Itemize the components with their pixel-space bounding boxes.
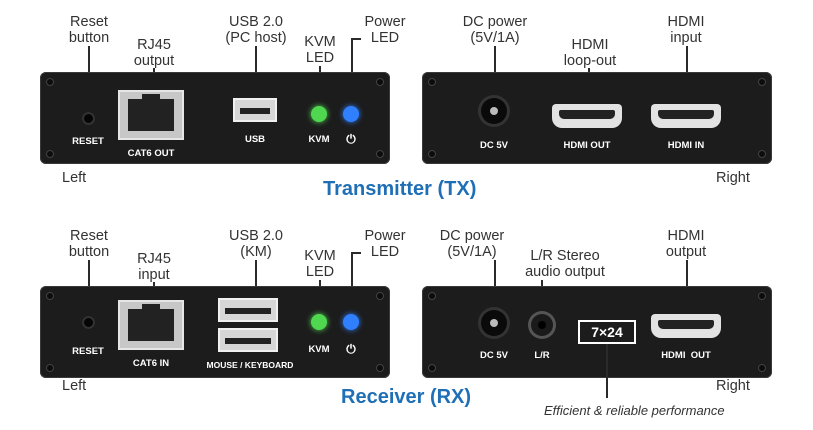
- rx-kvm-label: KVM: [308, 344, 330, 355]
- tx-left-label: Left: [62, 170, 87, 186]
- rx-power-callout: Power LED: [364, 228, 406, 260]
- rx-title: Receiver (RX): [341, 386, 472, 408]
- tx-power-icon: ⏻: [346, 132, 356, 146]
- rx-dc-callout: DC power (5V/1A): [439, 228, 505, 260]
- rx-tagline: Efficient & reliable performance: [544, 403, 725, 418]
- rx-usb-callout: USB 2.0 (KM): [229, 228, 283, 260]
- tx-power-leader: [351, 38, 353, 104]
- rx-hdmi-out-port: [651, 314, 721, 338]
- rx-usb-label: MOUSE / KEYBOARD: [206, 360, 294, 370]
- rx-audio-callout: L/R Stereo audio output: [525, 248, 605, 280]
- tx-hdmi-out-port: [552, 104, 622, 128]
- rx-badge-leader: [606, 344, 608, 398]
- rx-247-badge: 7×24: [578, 320, 636, 344]
- tx-dc-callout: DC power (5V/1A): [462, 14, 528, 46]
- rx-dc-power-jack: [481, 310, 507, 336]
- tx-dc-label: DC 5V: [480, 140, 508, 151]
- tx-right-label: Right: [716, 170, 750, 186]
- tx-hdmi-in-label: HDMI IN: [667, 140, 705, 151]
- rx-rj45-callout: RJ45 input: [137, 251, 171, 283]
- rx-rj45-port: [118, 300, 184, 350]
- rx-usb-port-bottom: [218, 328, 278, 352]
- tx-power-leader-h: [351, 38, 361, 40]
- tx-hdmi-out-label: HDMI OUT: [563, 140, 611, 151]
- rx-cat6-label: CAT6 IN: [132, 358, 170, 369]
- tx-hdmi-loop-callout: HDMI loop-out: [563, 37, 617, 69]
- rx-reset-button[interactable]: [82, 316, 95, 329]
- rx-reset-label: RESET: [72, 346, 104, 357]
- rx-left-panel: RESET CAT6 IN MOUSE / KEYBOARD KVM ⏻: [40, 286, 390, 378]
- tx-reset-callout: Reset button: [68, 14, 110, 46]
- tx-usb-label: USB: [244, 134, 266, 145]
- rx-power-led: [343, 314, 359, 330]
- tx-reset-button[interactable]: [82, 112, 95, 125]
- tx-kvm-led: [311, 106, 327, 122]
- tx-right-panel: DC 5V HDMI OUT HDMI IN: [422, 72, 772, 164]
- rx-hdmi-out-label: HDMI OUT: [661, 350, 711, 361]
- tx-power-led: [343, 106, 359, 122]
- rx-kvm-callout: KVM LED: [304, 248, 336, 280]
- rx-audio-jack: [531, 314, 553, 336]
- rx-right-label: Right: [716, 378, 750, 394]
- rx-power-leader-h: [351, 252, 361, 254]
- tx-rj45-port: [118, 90, 184, 140]
- tx-reset-label: RESET: [72, 136, 104, 147]
- tx-hdmi-in-callout: HDMI input: [667, 14, 705, 46]
- rx-power-icon: ⏻: [346, 342, 356, 356]
- tx-cat6-label: CAT6 OUT: [127, 148, 175, 159]
- rx-audio-label: L/R: [534, 350, 550, 361]
- tx-hdmi-in-port: [651, 104, 721, 128]
- tx-usb-port: [233, 98, 277, 122]
- tx-kvm-callout: KVM LED: [304, 34, 336, 66]
- rx-left-label: Left: [62, 378, 87, 394]
- rx-dc-label: DC 5V: [480, 350, 508, 361]
- rx-reset-callout: Reset button: [68, 228, 110, 260]
- rx-usb-port-top: [218, 298, 278, 322]
- rx-right-panel: DC 5V L/R 7×24 HDMI OUT: [422, 286, 772, 378]
- rx-hdmi-out-callout: HDMI output: [665, 228, 707, 260]
- tx-power-callout: Power LED: [364, 14, 406, 46]
- tx-rj45-callout: RJ45 output: [133, 37, 175, 69]
- rx-power-leader: [351, 252, 353, 318]
- tx-title: Transmitter (TX): [323, 178, 477, 200]
- tx-dc-power-jack: [481, 98, 507, 124]
- tx-usb-callout: USB 2.0 (PC host): [225, 14, 287, 46]
- rx-usb-leader: [255, 260, 257, 308]
- tx-left-panel: RESET CAT6 OUT USB KVM ⏻: [40, 72, 390, 164]
- rx-kvm-led: [311, 314, 327, 330]
- tx-kvm-label: KVM: [308, 134, 330, 145]
